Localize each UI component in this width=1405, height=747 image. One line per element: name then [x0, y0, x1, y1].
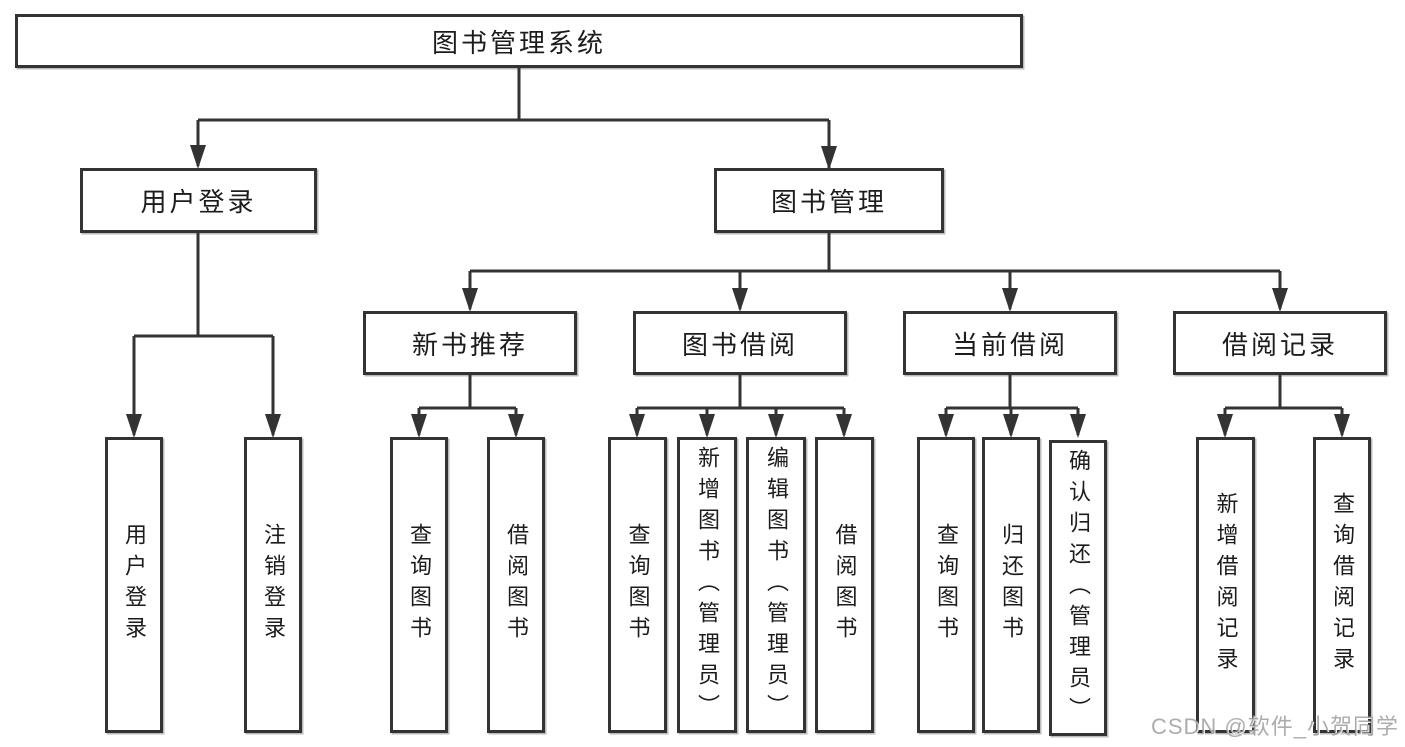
connector-paths: [132, 68, 1344, 435]
leaf-edit-book-admin: 编辑图书（管理员）: [746, 437, 806, 733]
csdn-watermark: CSDN @软件_小贺同学: [1150, 714, 1399, 739]
node-library-system: 图书管理系统: [15, 14, 1023, 68]
node-book-management: 图书管理: [714, 168, 944, 233]
leaf-add-book-admin: 新增图书（管理员）: [677, 437, 737, 733]
leaf-query-books-current: 查询图书: [917, 437, 975, 733]
connector-arrowheads: [126, 145, 1350, 438]
node-borrow-records: 借阅记录: [1173, 311, 1387, 375]
leaf-return-books: 归还图书: [982, 437, 1040, 733]
leaf-confirm-return-admin: 确认归还（管理员）: [1049, 440, 1107, 736]
leaf-query-borrow-record: 查询借阅记录: [1313, 437, 1371, 733]
leaf-logout: 注销登录: [244, 437, 302, 733]
node-user-login: 用户登录: [80, 168, 317, 233]
leaf-user-login: 用户登录: [105, 437, 163, 733]
leaf-query-books-borrow: 查询图书: [608, 437, 667, 733]
node-book-borrow: 图书借阅: [633, 311, 847, 375]
leaf-query-books-recommend: 查询图书: [390, 437, 448, 733]
leaf-add-borrow-record: 新增借阅记录: [1196, 437, 1255, 733]
node-current-borrow: 当前借阅: [903, 311, 1117, 375]
node-new-book-recommend: 新书推荐: [363, 311, 577, 375]
leaf-borrow-books: 借阅图书: [815, 437, 874, 733]
leaf-borrow-books-recommend: 借阅图书: [487, 437, 545, 733]
